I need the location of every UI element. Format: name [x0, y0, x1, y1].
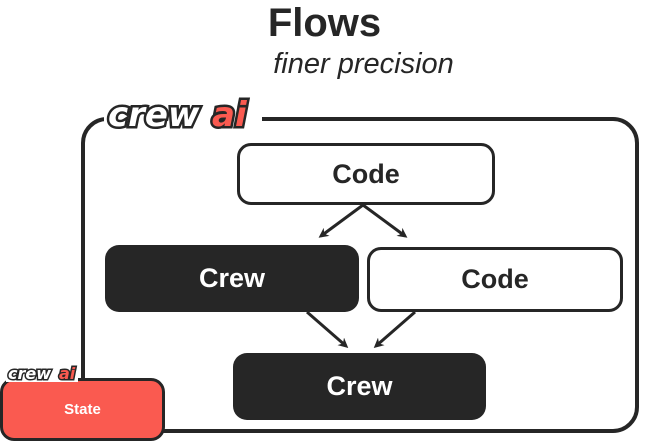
state-logo-background — [6, 368, 78, 382]
node-code-right[interactable]: Code — [367, 247, 623, 312]
edge-crew-left-to-crew-bottom — [306, 310, 349, 348]
diagram-subtitle: finer precision — [273, 48, 454, 80]
state-box[interactable]: State — [0, 378, 165, 441]
flow-container — [81, 117, 639, 433]
logo-text-crew: crew — [108, 95, 200, 135]
logo-text-ai: ai — [212, 95, 248, 135]
crewai-logo-small: crew ai — [7, 363, 78, 385]
edge-code-to-code-right — [362, 203, 408, 238]
diagram-title: Flows — [267, 1, 382, 45]
logo-background — [104, 100, 262, 134]
node-crew-bottom[interactable]: Crew — [233, 353, 486, 420]
crewai-logo: crew ai — [106, 93, 251, 137]
state-label: State — [64, 401, 101, 418]
edge-code-right-to-crew-bottom — [373, 310, 416, 348]
edge-code-to-crew-left — [318, 203, 364, 238]
small-logo-text-crew: crew — [8, 364, 51, 383]
node-code-top[interactable]: Code — [237, 143, 495, 205]
node-crew-left[interactable]: Crew — [105, 245, 359, 312]
small-logo-text-ai: ai — [59, 364, 76, 383]
